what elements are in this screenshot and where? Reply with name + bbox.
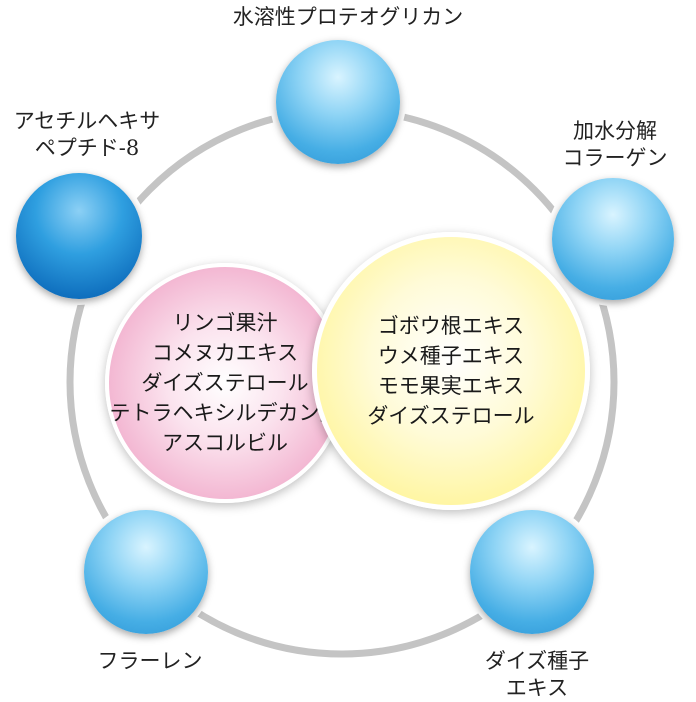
label-left-line-2: ペプチド-8: [34, 136, 140, 160]
node-top: [276, 40, 400, 164]
label-bottom-right: ダイズ種子 エキス: [462, 648, 612, 702]
pink-line-5: アスコルビル: [162, 431, 288, 455]
yellow-ingredient-circle: ゴボウ根エキス ウメ種子エキス モモ果実エキス ダイズステロール: [312, 232, 590, 510]
yellow-line-4: ダイズステロール: [367, 404, 535, 428]
node-left: [16, 173, 142, 299]
label-top: 水溶性プロテオグリカン: [218, 4, 478, 31]
label-top-line-1: 水溶性プロテオグリカン: [232, 5, 464, 29]
node-right: [552, 178, 674, 300]
yellow-line-3: モモ果実エキス: [377, 374, 525, 398]
label-bottom-left-line-1: フラーレン: [97, 649, 203, 673]
pink-line-4: テトラヘキシルデカン酸: [109, 401, 341, 425]
pink-ingredient-circle: リンゴ果汁 コメヌカエキス ダイズステロール テトラヘキシルデカン酸 アスコルビ…: [105, 263, 345, 503]
node-bottom-right: [470, 510, 594, 634]
pink-line-1: リンゴ果汁: [172, 311, 278, 335]
label-right: 加水分解 コラーゲン: [545, 118, 685, 172]
node-bottom-left: [84, 510, 208, 634]
label-right-line-2: コラーゲン: [562, 146, 668, 170]
label-bottom-left: フラーレン: [80, 648, 220, 675]
yellow-line-1: ゴボウ根エキス: [377, 314, 525, 338]
pink-line-2: コメヌカエキス: [151, 341, 299, 365]
yellow-line-2: ウメ種子エキス: [377, 344, 525, 368]
label-left: アセチルヘキサ ペプチド-8: [2, 108, 172, 162]
label-bottom-right-line-2: エキス: [505, 676, 569, 700]
label-left-line-1: アセチルヘキサ: [13, 109, 161, 133]
label-bottom-right-line-1: ダイズ種子: [484, 649, 590, 673]
label-right-line-1: 加水分解: [573, 119, 657, 143]
pink-line-3: ダイズステロール: [141, 371, 309, 395]
